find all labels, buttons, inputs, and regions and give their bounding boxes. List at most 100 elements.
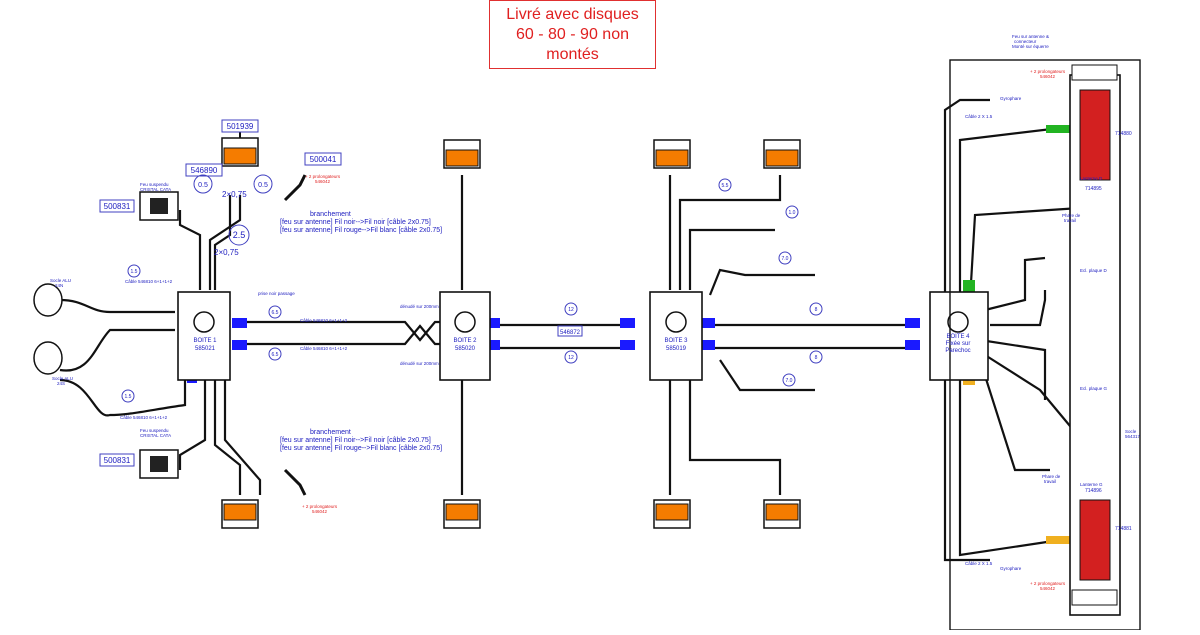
boite4-sub1: Fixée sur [946, 341, 971, 347]
cable-1: Câble 546810 6+1+1+2 [125, 279, 173, 284]
value-10: 1.0 [789, 210, 796, 216]
cables [59, 98, 1096, 562]
cable-mid-2: Câble 546810 6+1+1+2 [300, 346, 348, 351]
value-2x075-mid: 2×0,75 [214, 248, 239, 257]
value-2x075-top: 2×0,75 [222, 190, 247, 199]
rallonge-bot-ref: 546042 [312, 509, 328, 514]
light-501939 [221, 130, 259, 167]
value-05b: 0.5 [258, 182, 268, 189]
value-70b: 7.0 [786, 378, 793, 384]
ref-500831-bot: 500831 [104, 456, 131, 465]
socle-right-2: 564317 [1125, 434, 1141, 439]
light-top-box3a [653, 139, 691, 169]
ecl-plaque-g: Ecl. plaque G [1080, 386, 1108, 391]
notice-box: Livré avec disques 60 - 80 - 90 non mont… [489, 0, 656, 69]
value-8a: 8 [815, 307, 818, 313]
branchement-bot-title: branchement [310, 429, 351, 436]
feu-antenne-1: Feu sur antenne & [1012, 34, 1049, 39]
rallonge-right-bot: + 2 prolongateurs [1030, 581, 1066, 586]
boite2-label: BOITE 2 [453, 338, 477, 344]
phare-bot-1: Phare de [1042, 474, 1061, 479]
light-bot-box3a [653, 499, 691, 529]
socle-24s-1: Socle ALU [52, 376, 73, 381]
ref-500041: 500041 [310, 155, 337, 164]
cable-section-texts: 2×0,75 2×0,75 [214, 190, 247, 257]
socle-24n-2: 24N [55, 283, 63, 288]
ref-boxes: 501939 546890 500041 500831 500831 71488… [99, 119, 1132, 532]
boite-3 [649, 291, 703, 381]
boite-4 [929, 291, 989, 381]
value-65b: 6.5 [272, 352, 279, 358]
cable-2x15-top: Câble 2 X 1.5 [965, 114, 993, 119]
value-70a: 7.0 [782, 256, 789, 262]
sockets [33, 283, 63, 375]
phare-bot-2: travail [1044, 479, 1056, 484]
boite4-sub2: Parechoc [945, 348, 970, 354]
ref-501939: 501939 [227, 122, 254, 131]
lanterne-g: Lanterne G [1080, 482, 1103, 487]
feu-antenne-3: Monté sur équerre [1012, 44, 1049, 49]
notice-line-2: 60 - 80 - 90 non [516, 26, 629, 43]
value-65a: 6.5 [272, 310, 279, 316]
boite1-label: BOITE 1 [193, 338, 217, 344]
orange-lights [221, 130, 801, 529]
boite1-ref: 585021 [195, 346, 216, 352]
light-bot-box1 [221, 499, 259, 529]
value-55: 5.5 [722, 183, 729, 189]
junction-boxes [177, 291, 989, 381]
value-circle-texts: 0.5 0.5 2.5 12 12 8 8 6.5 6.5 1.5 1.5 7.… [125, 182, 818, 400]
feu-top-1: Feu suspendu [140, 182, 169, 187]
phare-top-2: travail [1064, 218, 1076, 223]
rallonge-right-top: + 2 prolongateurs [1030, 69, 1066, 74]
ref-714880: 714880 [1115, 131, 1132, 137]
ref-546890: 546890 [191, 166, 218, 175]
light-top-box3b [763, 139, 801, 169]
boite-2 [439, 291, 491, 381]
value-15a: 1.5 [131, 269, 138, 275]
value-12a: 12 [568, 307, 574, 313]
denude-2: dénudé sur 200mm [400, 361, 439, 366]
prise-noir: prise noir passage [258, 291, 295, 296]
rallonge-top: + 2 prolongateurs [305, 174, 341, 179]
notice-line-3: montés [546, 46, 599, 63]
boite3-label: BOITE 3 [664, 338, 688, 344]
rallonge-right-top-ref: 546042 [1040, 74, 1056, 79]
ref-500831-top: 500831 [104, 202, 131, 211]
cable-mid-1: Câble 546810 6+1+1+2 [300, 318, 348, 323]
feu-bot-1: Feu suspendu [140, 428, 169, 433]
ecl-plaque-d: Ecl. plaque D [1080, 268, 1108, 273]
boite4-label: BOITE 4 [946, 334, 970, 340]
branchement-top-group: branchement [feu sur antenne] Fil noir--… [280, 211, 442, 234]
branchement-bot-group: branchement [feu sur antenne] Fil noir--… [280, 429, 442, 452]
value-05: 0.5 [198, 182, 208, 189]
rallonge-top-ref: 546042 [315, 179, 331, 184]
ref-714895: 714895 [1085, 186, 1102, 192]
socle-24n-1: Socle ALU [50, 278, 71, 283]
rear-light-bar [1069, 64, 1121, 616]
feu-antenne-2: connecteur [1014, 39, 1037, 44]
labels: BOITE 1 585021 BOITE 2 585020 BOITE 3 58… [193, 334, 970, 354]
branchement-bot-line1: [feu sur antenne] Fil noir-->Fil noir [c… [280, 437, 431, 444]
cable-2: Câble 546810 6+1+1+2 [120, 415, 168, 420]
value-12b: 12 [568, 355, 574, 361]
ref-714896: 714896 [1085, 488, 1102, 494]
value-8b: 8 [815, 355, 818, 361]
phare-top-1: Phare de [1062, 213, 1081, 218]
rallonge-bot: + 2 prolongateurs [302, 504, 338, 509]
boite-1 [177, 291, 231, 381]
rallonge-right-bot-ref: 546042 [1040, 586, 1056, 591]
suspended-lights [139, 191, 179, 479]
branchement-bot-line2: [feu sur antenne] Fil rouge-->Fil blanc … [280, 445, 442, 452]
cable-2x15-bot: Câble 2 X 1.5 [965, 561, 993, 566]
branchement-top-line1: [feu sur antenne] Fil noir-->Fil noir [c… [280, 219, 431, 226]
branchement-top-line2: [feu sur antenne] Fil rouge-->Fil blanc … [280, 227, 442, 234]
socle-right-1: Socle [1125, 429, 1137, 434]
lanterne-d: Lanterne D [1080, 176, 1103, 181]
gyrophare-top: Gyrophare [1000, 96, 1022, 101]
light-bot-box2 [443, 499, 481, 529]
denude-1: dénudé sur 200mm [400, 304, 439, 309]
value-15b: 1.5 [125, 394, 132, 400]
feu-top-2: CRISTAL CATA [140, 187, 171, 192]
